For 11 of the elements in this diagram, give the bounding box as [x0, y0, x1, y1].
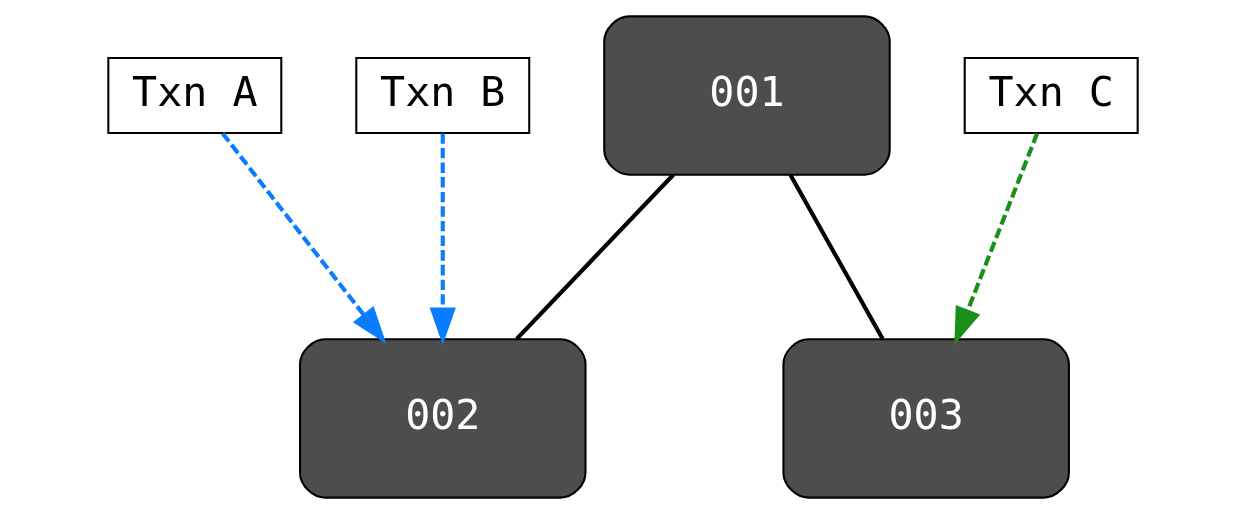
arrow: [954, 132, 1040, 345]
node-box: Txn B: [355, 56, 531, 135]
arrow: [221, 132, 387, 344]
node-box: 001: [603, 15, 891, 176]
node-box: 003: [782, 338, 1070, 499]
connector: [515, 173, 675, 341]
node-box: Txn A: [107, 56, 283, 135]
node-box: Txn C: [963, 56, 1139, 135]
connector: [788, 173, 885, 340]
arrow: [429, 133, 456, 346]
node-box: 002: [299, 338, 587, 499]
